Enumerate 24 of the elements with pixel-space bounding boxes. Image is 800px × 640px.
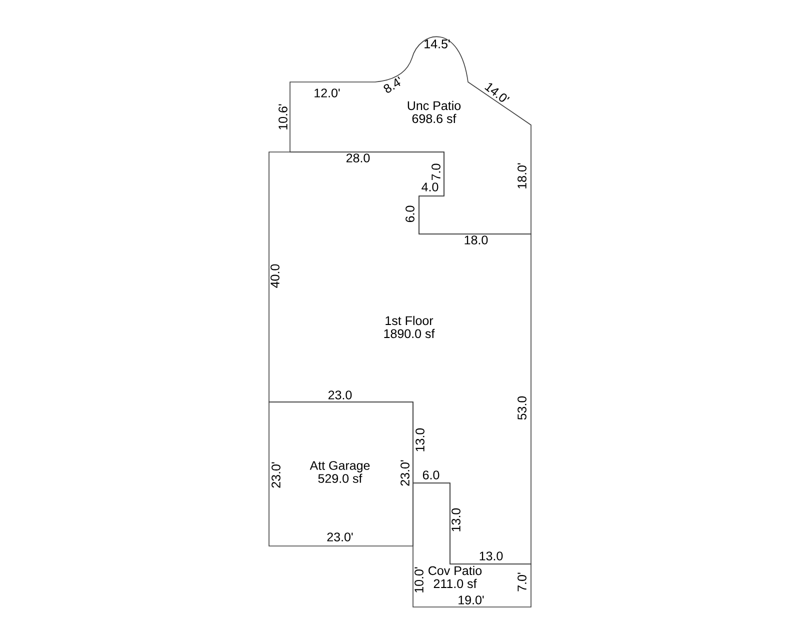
dimension-label: 13.0 (480, 552, 503, 560)
dimension-label: 23.0 (328, 390, 352, 400)
dimension-label: 18.0 (464, 236, 488, 244)
dimension-label: 28.0 (346, 154, 370, 162)
dimension-label: 18.0' (518, 163, 526, 188)
dimension-label: 23.0' (400, 460, 410, 486)
dimension-label: 8.4' (384, 76, 400, 93)
dimension-label: 40.0 (270, 264, 280, 288)
dimension-label: 4.0 (422, 182, 438, 192)
dimension-label: 19.0' (458, 596, 484, 604)
dimension-label: 23.0' (272, 462, 280, 488)
dimension-label: 13.0 (452, 508, 460, 532)
dimension-label: 6.0 (422, 470, 440, 480)
dimension-label: 23.0' (327, 532, 353, 542)
dimension-label: 10.6' (278, 104, 288, 130)
dimension-label: 53.0 (518, 396, 526, 420)
dimension-label: 14.0' (484, 83, 510, 102)
dimension-label: 7.0 (432, 164, 440, 180)
dimension-label: 10.0' (414, 567, 424, 592)
dimension-label: 12.0' (314, 88, 340, 98)
dimension-label: 13.0 (416, 428, 424, 452)
dimension-label: 7.0' (518, 572, 526, 592)
dimension-label: 14.5' (424, 40, 450, 48)
dimension-label: 6.0 (406, 206, 414, 222)
